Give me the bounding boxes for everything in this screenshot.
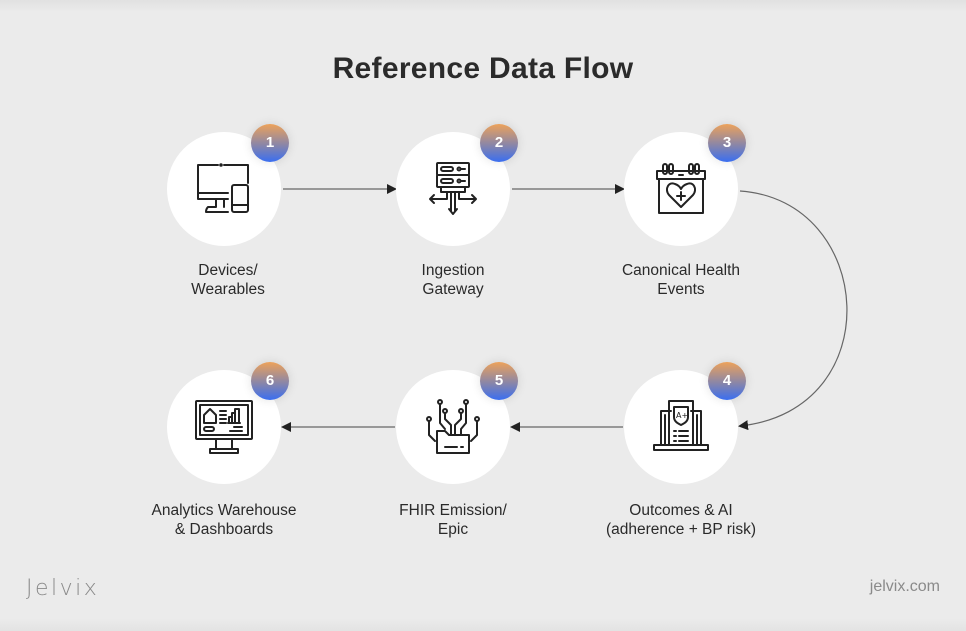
server-gateway-icon	[429, 162, 477, 215]
label-line: & Dashboards	[174, 521, 274, 538]
step-label-1: Devices/ Wearables	[118, 261, 338, 299]
monitor-dashboard-icon	[195, 400, 253, 454]
page-title: Reference Data Flow	[332, 52, 634, 85]
arrow-3-to-4	[738, 190, 848, 431]
step-label-4: Outcomes & AI (adherence + BP risk)	[571, 501, 791, 539]
label-line: FHIR Emission/	[399, 502, 507, 519]
step-label-3: Canonical Health Events	[571, 261, 791, 299]
calendar-heart-icon	[656, 163, 706, 214]
step-badge-5: 5	[480, 362, 518, 400]
step-node-6: 6	[167, 362, 289, 484]
step-label-5: FHIR Emission/ Epic	[343, 501, 563, 539]
label-line: Analytics Warehouse	[151, 502, 297, 519]
step-badge-3: 3	[708, 124, 746, 162]
step-badge-4: 4	[708, 362, 746, 400]
top-band	[0, 0, 966, 12]
label-line: Canonical Health	[621, 262, 741, 279]
step-node-5: 5	[396, 362, 518, 484]
svg-text:A+: A+	[676, 411, 688, 420]
jelvix-logo: Jelvix	[26, 576, 100, 601]
bottom-band	[0, 619, 966, 631]
website-link[interactable]: jelvix.com	[869, 578, 940, 595]
label-line: Epic	[437, 521, 469, 538]
step-badge-2: 2	[480, 124, 518, 162]
step-badge-6: 6	[251, 362, 289, 400]
step-node-1: 1	[167, 124, 289, 246]
step-node-3: 3	[624, 124, 746, 246]
folder-network-icon	[426, 399, 480, 454]
step-label-2: Ingestion Gateway	[343, 261, 563, 299]
devices-icon	[197, 163, 249, 213]
label-line: Outcomes & AI	[629, 502, 733, 519]
step-node-4: A+ 4	[624, 362, 746, 484]
step-badge-1: 1	[251, 124, 289, 162]
step-node-2: 2	[396, 124, 518, 246]
label-line: Events	[657, 281, 705, 298]
laptop-report-icon: A+	[653, 400, 709, 451]
label-line: Devices/	[198, 262, 258, 279]
label-line: Wearables	[191, 281, 265, 298]
label-line: Ingestion	[421, 262, 485, 279]
label-line: Gateway	[422, 281, 484, 298]
label-line: (adherence + BP risk)	[605, 521, 757, 538]
step-label-6: Analytics Warehouse & Dashboards	[114, 501, 334, 539]
